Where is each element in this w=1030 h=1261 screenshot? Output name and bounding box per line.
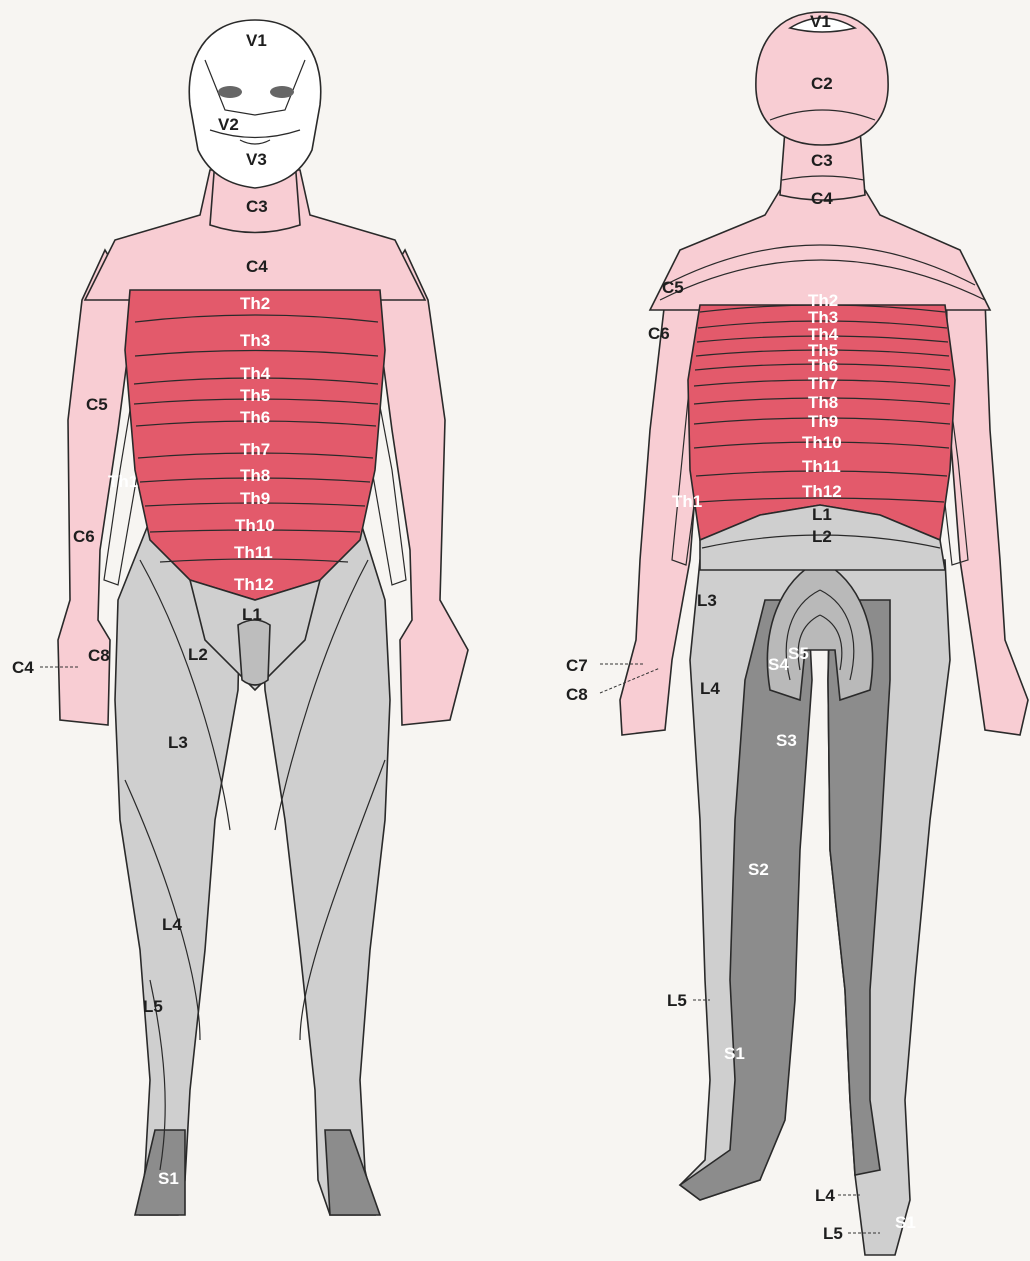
label-back-l3: L3 [697, 591, 717, 610]
label-back-c4: C4 [811, 189, 833, 208]
label-front-s1: S1 [158, 1169, 179, 1188]
label-back-c8: C8 [566, 685, 588, 704]
label-back-th7: Th7 [808, 374, 838, 393]
label-front-c8: C8 [88, 646, 110, 665]
label-back-th12: Th12 [802, 482, 842, 501]
label-front-th8: Th8 [240, 466, 270, 485]
label-front-th7: Th7 [240, 440, 270, 459]
label-back-l4: L4 [700, 679, 720, 698]
label-front-l4: L4 [162, 915, 182, 934]
label-front-v1: V1 [246, 31, 267, 50]
label-front-c4-hand: C4 [12, 658, 34, 677]
label-back-c3: C3 [811, 151, 833, 170]
label-back-th6: Th6 [808, 356, 838, 375]
label-back-s4: S4 [768, 655, 789, 674]
label-back-v1: V1 [810, 12, 831, 31]
label-back-c5: C5 [662, 278, 684, 297]
label-back-l5: L5 [667, 991, 687, 1010]
label-front-l1: L1 [242, 605, 262, 624]
label-front-th6: Th6 [240, 408, 270, 427]
label-back-s5: S5 [788, 644, 809, 663]
label-back-th8: Th8 [808, 393, 838, 412]
label-front-l5: L5 [143, 997, 163, 1016]
front-right-eye [270, 86, 294, 98]
label-front-th5: Th5 [240, 386, 270, 405]
label-front-th10: Th10 [235, 516, 275, 535]
front-genitals [238, 620, 270, 685]
label-front-th2: Th2 [240, 294, 270, 313]
label-back-s1: S1 [724, 1044, 745, 1063]
label-back-l4-foot: L4 [815, 1186, 835, 1205]
label-back-th11: Th11 [802, 457, 841, 476]
label-front-th11: Th11 [234, 543, 273, 562]
label-front-th12: Th12 [234, 575, 274, 594]
front-right-arm [375, 250, 468, 725]
label-back-th10: Th10 [802, 433, 842, 452]
label-back-th9: Th9 [808, 412, 838, 431]
label-front-th3: Th3 [240, 331, 270, 350]
label-back-s2: S2 [748, 860, 769, 879]
label-front-th1: Th1 [108, 472, 138, 491]
label-back-c6: C6 [648, 324, 670, 343]
label-back-c7: C7 [566, 656, 588, 675]
label-front-c3: C3 [246, 197, 268, 216]
label-front-l3: L3 [168, 733, 188, 752]
label-front-th9: Th9 [240, 489, 270, 508]
label-front-c4: C4 [246, 257, 268, 276]
label-back-l5-foot: L5 [823, 1224, 843, 1243]
label-front-th4: Th4 [240, 364, 271, 383]
label-back-l2: L2 [812, 527, 832, 546]
label-back-s1-foot: S1 [895, 1213, 916, 1232]
back-right-arm [945, 250, 1028, 735]
label-back-s3: S3 [776, 731, 797, 750]
label-back-th1: Th1 [672, 492, 702, 511]
label-front-v2: V2 [218, 115, 239, 134]
label-front-c5: C5 [86, 395, 108, 414]
front-right-foot-s1 [325, 1130, 380, 1215]
label-front-v3: V3 [246, 150, 267, 169]
label-front-l2: L2 [188, 645, 208, 664]
label-front-c6: C6 [73, 527, 95, 546]
label-back-l1: L1 [812, 505, 832, 524]
label-back-c2: C2 [811, 74, 833, 93]
front-left-eye [218, 86, 242, 98]
